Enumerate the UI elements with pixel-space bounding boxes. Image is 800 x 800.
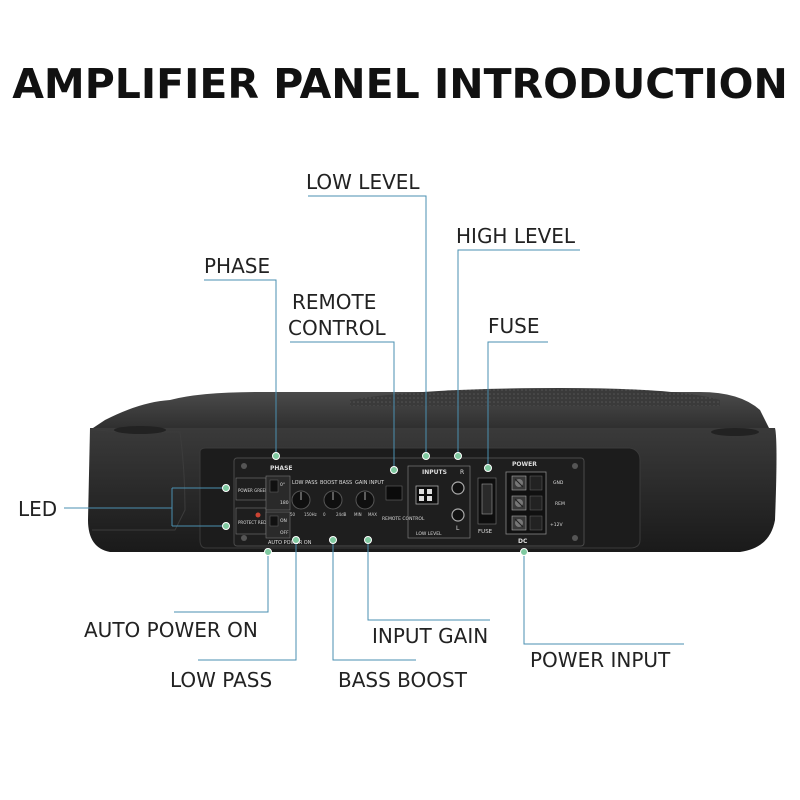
boost-bass-panel-text: BOOST BASS [320,480,352,486]
rem-text: REM [555,501,565,507]
leader-low-level [308,195,427,456]
dot-phase [272,452,280,460]
off-text: OFF [280,530,289,536]
db0-text: 0 [323,512,326,517]
dot-remote-control [390,466,398,474]
dot-auto-power-on [264,548,272,556]
power-panel-text: POWER [512,461,537,468]
label-low-pass: LOW PASS [170,668,273,692]
leader-input-gain [367,540,490,621]
page-title: AMPLIFIER PANEL INTRODUCTION [12,60,788,108]
label-low-level: LOW LEVEL [306,170,420,194]
label-remote-control-line1: REMOTE [292,290,377,314]
power-green-text: POWER GREEN [238,488,268,493]
fuse-panel-text: FUSE [478,529,493,535]
leader-auto-power-on [174,552,269,613]
rca-left[interactable] [451,508,465,522]
leader-lines [64,195,684,661]
max-text: MAX [368,512,377,517]
inputs-block [407,465,471,539]
leader-bass-boost [332,540,416,661]
phase-panel-text: PHASE [270,465,292,472]
phase-180-text: 180 [280,500,289,506]
protect-red-text: PROTECT RED [238,520,266,525]
led-protect-indicator [255,512,261,518]
label-high-level: HIGH LEVEL [456,224,576,248]
dot-led-bottom [222,522,230,530]
dc-text: DC [518,538,528,545]
label-remote-control-line2: CONTROL [288,316,386,340]
hz50-text: 50 [290,512,296,517]
control-panel: POWER GREEN PROTECT RED PHASE 0° 180 ON … [233,457,585,547]
dot-input-gain [364,536,372,544]
gnd-text: GND [553,480,564,486]
remote-control-port[interactable] [385,485,403,501]
rca-right[interactable] [451,481,465,495]
dot-led-top [222,484,230,492]
label-power-input: POWER INPUT [530,648,671,672]
label-bass-boost: BASS BOOST [338,668,467,692]
label-led: LED [18,497,58,521]
auto-power-on-panel-text: AUTO POWER ON [268,540,312,546]
label-phase: PHASE [204,254,271,278]
lowpass-panel-text: LOW PASS [292,480,318,486]
remote-control-panel-text: REMOTE CONTROL [382,516,425,522]
v12-text: +12V [550,522,563,528]
on-text: ON [280,518,287,524]
dot-high-level [454,452,462,460]
label-fuse: FUSE [488,314,540,338]
leader-fuse [487,341,548,468]
leader-remote-control [290,341,395,470]
min-text: MIN [354,512,362,517]
leader-low-pass [198,540,297,661]
terminal-screws [511,475,543,531]
label-input-gain: INPUT GAIN [372,624,489,648]
high-level-connector[interactable] [415,485,439,505]
low-level-panel-text: LOW LEVEL [416,531,442,537]
leader-power-input [523,552,684,645]
dot-fuse [484,464,492,472]
leader-phase [204,279,277,456]
hz150-text: 150Hz [304,512,317,517]
dot-low-level [422,452,430,460]
speaker-grille [350,388,720,406]
gain-input-panel-text: GAIN INPUT [355,480,385,486]
dot-power-input [520,548,528,556]
callout-dots [222,452,528,556]
label-auto-power-on: AUTO POWER ON [84,618,258,642]
dot-bass-boost [329,536,337,544]
phase-0-text: 0° [280,482,285,488]
inputs-panel-text: INPUTS [422,469,447,476]
dot-low-pass [292,536,300,544]
leader-high-level [457,249,580,456]
db24-text: 24dB [336,512,347,517]
r-text: R [460,469,464,476]
l-text: L [456,525,460,532]
